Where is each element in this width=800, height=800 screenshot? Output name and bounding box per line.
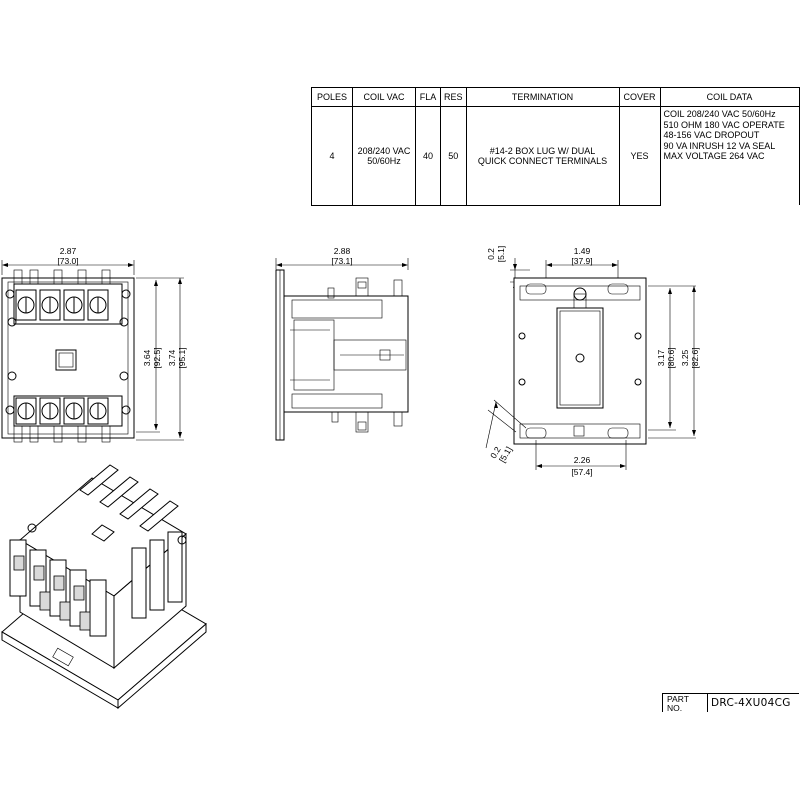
side-view: 2.88 [73.1]	[275, 246, 409, 441]
part-label: PART NO.	[667, 695, 689, 712]
cell-res: 50	[440, 106, 467, 206]
part-label-line1: PART	[667, 694, 689, 704]
back-height-outer-in: 3.25	[680, 349, 690, 366]
back-height-inner-in: 3.17	[656, 349, 666, 366]
coil-vac-line1: 208/240 VAC	[357, 145, 411, 156]
coil-data-line: 510 OHM 180 VAC OPERATE	[663, 119, 785, 130]
spec-table-data-row: 4 208/240 VAC 50/60Hz 40 50 #14-2 BOX LU…	[311, 106, 800, 206]
header-cover: COVER	[618, 87, 661, 107]
termination-line2: QUICK CONNECT TERMINALS	[477, 155, 608, 166]
coil-data-line: MAX VOLTAGE 264 VAC	[663, 151, 765, 161]
coil-vac-line2: 50/60Hz	[367, 155, 401, 166]
back-base-width-mm: [57.4]	[571, 467, 592, 477]
back-top-offset-in: 0.2	[486, 248, 496, 260]
front-view: 2.87 [73.0]	[1, 246, 187, 443]
front-height-outer-mm: [95.1]	[177, 347, 187, 368]
front-height-outer-in: 3.74	[167, 349, 177, 366]
cell-poles: 4	[311, 106, 353, 206]
cell-coil-data: COIL 208/240 VAC 50/60Hz 510 OHM 180 VAC…	[659, 106, 800, 205]
back-view: 0.2 [5.1] 1.49 [37.9]	[485, 246, 700, 477]
back-hole-spacing-in: 1.49	[574, 246, 591, 256]
cell-fla: 40	[415, 106, 441, 206]
part-label-line2: NO.	[667, 702, 683, 713]
spec-table-header-row: POLES COIL VAC FLA RES TERMINATION COVER…	[311, 87, 800, 107]
back-top-offset-mm: [5.1]	[496, 246, 506, 263]
header-termination: TERMINATION	[465, 87, 620, 107]
cell-termination: #14-2 BOX LUG W/ DUAL QUICK CONNECT TERM…	[465, 106, 620, 206]
coil-data-line: 48-156 VAC DROPOUT	[663, 130, 760, 140]
isometric-view	[1, 464, 207, 710]
termination-line1: #14-2 BOX LUG W/ DUAL	[489, 145, 596, 156]
front-width-in: 2.87	[60, 246, 77, 256]
coil-data-line: 90 VA INRUSH 12 VA SEAL	[663, 140, 776, 151]
header-fla: FLA	[415, 87, 441, 107]
back-hole-spacing-mm: [37.9]	[571, 256, 592, 266]
header-poles: POLES	[311, 87, 353, 107]
cell-coil-vac: 208/240 VAC 50/60Hz	[352, 106, 416, 206]
part-separator	[707, 694, 708, 712]
front-height-inner-mm: [92.5]	[152, 347, 162, 368]
back-base-width-in: 2.26	[574, 455, 591, 465]
front-height-inner-in: 3.64	[142, 349, 152, 366]
part-number-box: PART NO. DRC-4XU04CG	[662, 693, 799, 712]
side-width-in: 2.88	[334, 246, 351, 256]
part-number: DRC-4XU04CG	[711, 697, 791, 709]
header-res: RES	[440, 87, 467, 107]
front-width-mm: [73.0]	[57, 256, 78, 266]
back-height-inner-mm: [80.6]	[666, 347, 676, 368]
back-height-outer-mm: [82.6]	[690, 347, 700, 368]
header-coil-vac: COIL VAC	[352, 87, 416, 107]
cell-cover: YES	[618, 106, 661, 206]
side-width-mm: [73.1]	[331, 256, 352, 266]
header-coil-data: COIL DATA	[659, 87, 800, 107]
coil-data-line: COIL 208/240 VAC 50/60Hz	[663, 109, 776, 119]
back-bottom-offset-mm: [5.1]	[497, 445, 514, 464]
spec-table: POLES COIL VAC FLA RES TERMINATION COVER…	[311, 87, 800, 206]
